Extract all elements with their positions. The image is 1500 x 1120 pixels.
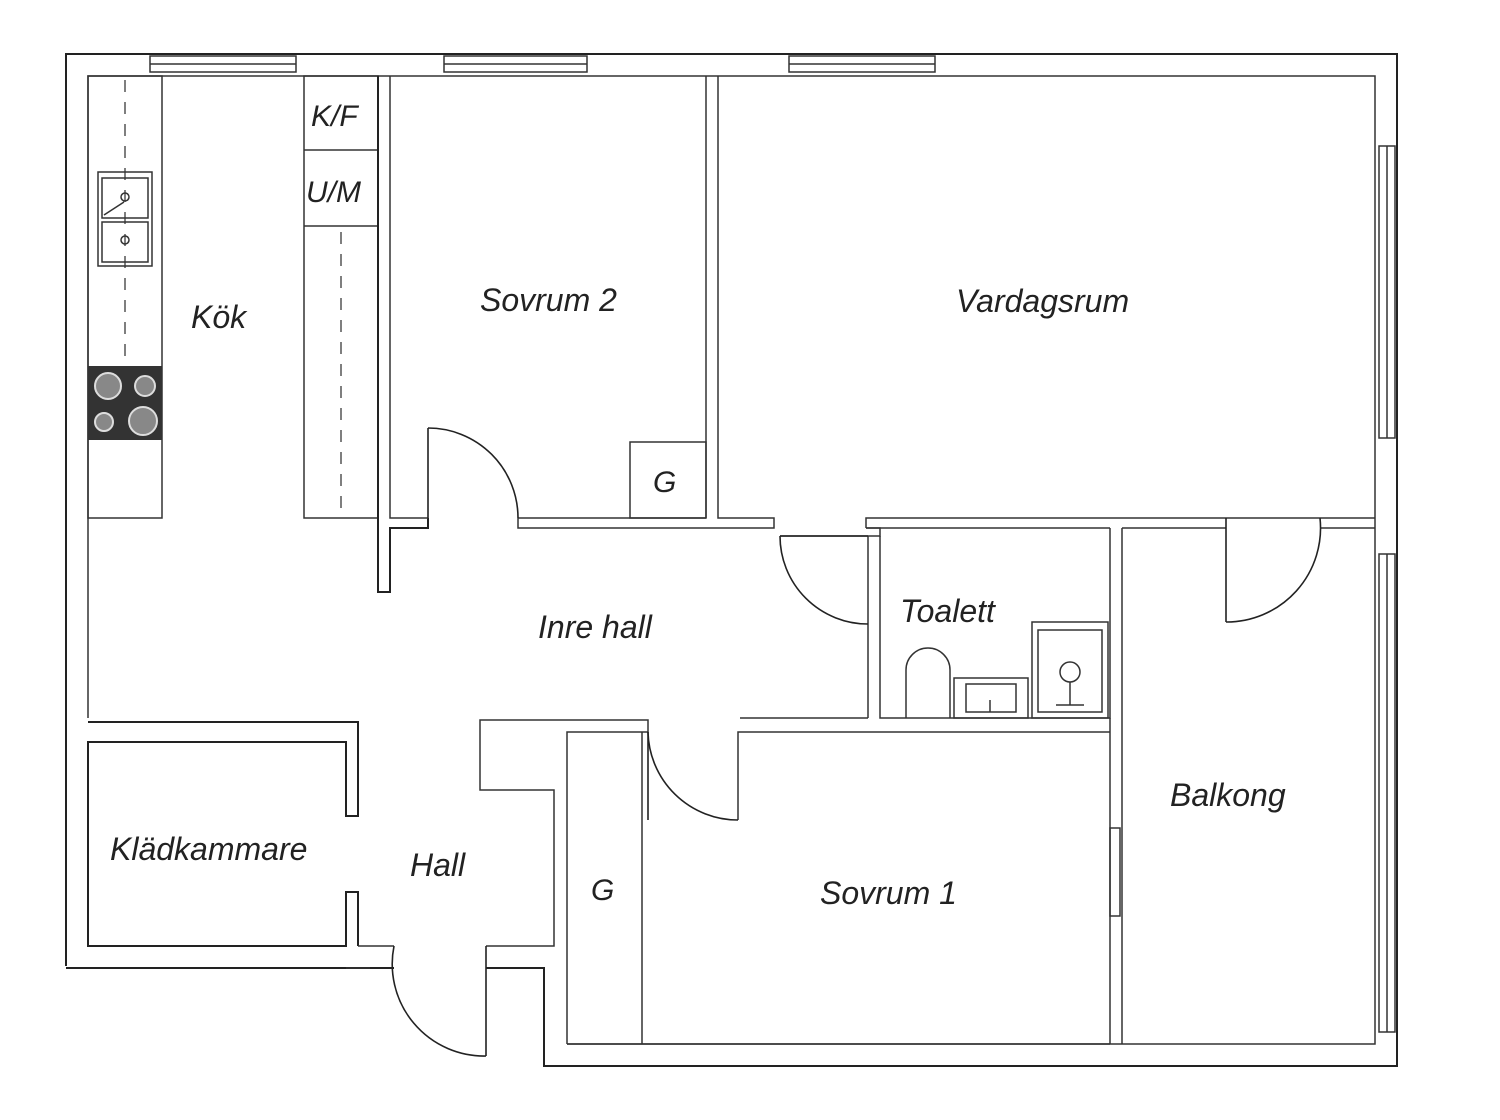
windows-top (149, 55, 936, 73)
stove-icon (88, 366, 162, 440)
fridge-freezer-unit (303, 75, 379, 519)
room-label-hall: Hall (410, 847, 466, 883)
doors (391, 427, 1322, 1057)
sink-icon (953, 677, 1029, 719)
room-label-sovrum-1: Sovrum 1 (820, 875, 957, 911)
room-label-sovrum-2: Sovrum 2 (480, 282, 617, 318)
label-g-closet-upper: G (653, 466, 676, 499)
toilet-icon (905, 647, 951, 718)
room-label-kok: Kök (191, 299, 248, 335)
room-label-vardagsrum: Vardagsrum (956, 283, 1129, 319)
windows-right (1109, 145, 1396, 1033)
interior-walls (87, 76, 1375, 1045)
kitchen-counter (87, 75, 163, 519)
label-g-closet-lower: G (591, 874, 614, 907)
label-um: U/M (306, 176, 361, 209)
outer-walls (65, 53, 1398, 1067)
room-label-toalett: Toalett (900, 593, 996, 629)
label-kf: K/F (311, 100, 359, 133)
shower-icon (1031, 621, 1109, 719)
room-label-kladkammare: Klädkammare (110, 831, 307, 867)
room-label-inre-hall: Inre hall (538, 609, 653, 645)
room-label-balkong: Balkong (1170, 777, 1286, 813)
